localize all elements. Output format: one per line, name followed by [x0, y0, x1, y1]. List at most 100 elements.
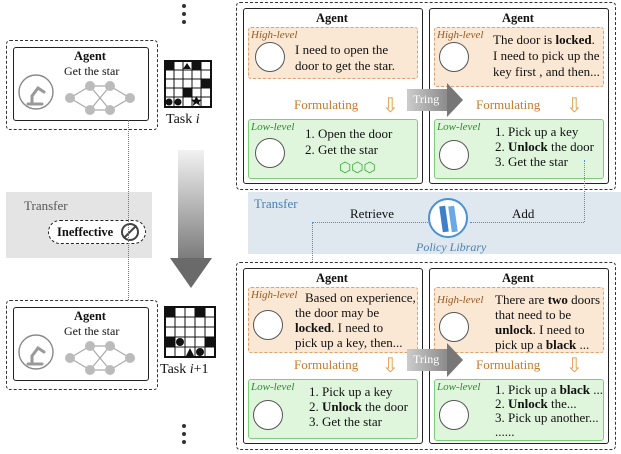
- left-agent-title-bottom: Agent: [74, 309, 106, 323]
- brain-icon: [439, 42, 469, 72]
- high-level-box: High-level I need to open the door to ge…: [248, 27, 418, 79]
- low-level-box: Low-level 1. Pick up a key 2. Unlock the…: [248, 379, 418, 439]
- formulating-label: Formulating: [294, 97, 359, 112]
- low-level-box: Low-level 1. Pick up a black ... 2. Unlo…: [434, 379, 604, 441]
- high-level-box: High-level The door is locked. I need to…: [434, 27, 604, 87]
- agent-title: Agent: [316, 271, 348, 285]
- brain-icon: [255, 42, 285, 72]
- neural-net-icon: [65, 341, 135, 375]
- hl-line-3: unlock. I need to: [495, 322, 585, 337]
- add-arrow: [470, 222, 584, 223]
- low-level-tag: Low-level: [251, 121, 295, 133]
- formulating-label: Formulating: [476, 357, 541, 372]
- ll-line-2: 2. Unlock the...: [495, 396, 577, 411]
- high-level-tag: High-level: [251, 29, 298, 41]
- retrieve-arrow-down: [312, 222, 313, 280]
- task-i1-grid: [164, 306, 216, 358]
- add-label: Add: [512, 206, 535, 221]
- low-level-box: Low-level 1. Pick up a key 2. Unlock the…: [434, 119, 604, 179]
- hl-line-1: Based on experience,: [305, 290, 416, 305]
- ll-line-2: 2. Get the star: [305, 142, 378, 157]
- ellipsis-top: [182, 4, 186, 28]
- high-level-box: High-level Based on experience, the door…: [248, 287, 418, 353]
- high-level-tag: High-level: [437, 29, 484, 41]
- high-level-tag: High-level: [251, 289, 298, 301]
- formulating-arrow-icon: ⇩: [382, 355, 399, 377]
- hl-line-2: the door may be: [295, 305, 380, 320]
- left-agent-box-top: Agent Get the star: [6, 40, 158, 130]
- robot-icon: [439, 400, 469, 430]
- hl-line-3: key first , and then...: [493, 64, 600, 79]
- ellipsis-bottom: [182, 424, 186, 448]
- robot-icon: [439, 140, 469, 170]
- tring-arrow-head-icon: [447, 83, 463, 117]
- hl-line-3: locked. I need to: [295, 320, 384, 335]
- hl-line-2: door to get the star.: [295, 58, 396, 73]
- formulating-arrow-icon: ⇩: [566, 355, 583, 377]
- transfer-left-box: Transfer Ineffective: [6, 192, 152, 258]
- left-agent-goal-top: Get the star: [64, 64, 120, 78]
- low-level-box: Low-level 1. Open the door 2. Get the st…: [248, 119, 418, 179]
- hl-line-2: I need to pick up the: [493, 48, 600, 63]
- ineffective-label: Ineffective: [57, 225, 114, 239]
- low-level-tag: Low-level: [251, 381, 295, 393]
- policy-library-label: Policy Library: [416, 240, 487, 254]
- hl-line-4: pick up a black ...: [495, 337, 590, 352]
- retrieve-arrow: [312, 222, 428, 223]
- formulating-label: Formulating: [476, 97, 541, 112]
- retrieve-label: Retrieve: [350, 206, 395, 221]
- robot-arm-icon: [18, 74, 54, 110]
- ll-line-3: 3. Get the star: [495, 154, 568, 169]
- ll-line-1: 1. Pick up a key: [495, 124, 579, 139]
- tring-label: Tring: [413, 92, 440, 106]
- low-level-tag: Low-level: [437, 121, 481, 133]
- hl-line-1: There are two doors: [495, 292, 601, 307]
- ll-line-3: 3. Get the star: [309, 414, 382, 429]
- robot-icon: [255, 138, 285, 168]
- left-agent-title-top: Agent: [74, 49, 106, 63]
- robot-arm-icon: [18, 334, 54, 370]
- tring-label: Tring: [413, 352, 440, 366]
- transfer-left-label: Transfer: [24, 198, 68, 213]
- policy-library-icon: [428, 198, 468, 238]
- big-down-arrow-head-icon: [170, 258, 212, 288]
- agent-card-bottom-left: Agent High-level Based on experience, th…: [243, 268, 423, 444]
- high-level-box: High-level There are two doors that need…: [434, 287, 604, 353]
- brain-icon: [253, 310, 283, 340]
- ll-line-2: 2. Unlock the door: [495, 139, 594, 154]
- brain-icon: [439, 312, 469, 342]
- bottom-panel: Agent High-level Based on experience, th…: [236, 262, 616, 450]
- left-agent-box-bottom: Agent Get the star: [6, 300, 158, 390]
- high-level-tag: High-level: [437, 294, 484, 306]
- top-panel: Agent High-level I need to open the door…: [236, 2, 616, 190]
- neural-net-icon: [65, 81, 135, 115]
- agent-title: Agent: [502, 271, 534, 285]
- agent-title: Agent: [502, 11, 534, 25]
- formulating-arrow-icon: ⇩: [566, 95, 583, 117]
- formulating-label: Formulating: [294, 357, 359, 372]
- formulating-arrow-icon: ⇩: [382, 95, 399, 117]
- left-agent-goal-bottom: Get the star: [64, 324, 120, 338]
- ineffective-pill: Ineffective: [48, 220, 146, 244]
- ban-icon: [121, 223, 139, 241]
- left-agent-inner-bottom: Agent Get the star: [13, 307, 149, 381]
- low-level-tag: Low-level: [437, 381, 481, 393]
- hl-line-4: pick up a key, then...: [295, 335, 403, 350]
- task-i1-label: Task i+1: [160, 362, 209, 377]
- left-agent-inner-top: Agent Get the star: [13, 47, 149, 121]
- hl-line-2: that need to be: [495, 307, 572, 322]
- dotted-connector-left: [128, 120, 129, 340]
- agent-title: Agent: [316, 11, 348, 25]
- ll-line-3: 3. Pick up another...: [495, 410, 599, 425]
- tring-arrow: [407, 349, 449, 371]
- transfer-mid-label: Transfer: [254, 196, 298, 211]
- ll-line-1: 1. Open the door: [305, 126, 393, 141]
- ll-line-4: ......: [495, 424, 515, 439]
- tring-arrow-head-icon: [447, 343, 463, 377]
- tring-arrow: [407, 89, 449, 111]
- task-i-grid: [164, 60, 212, 108]
- task-i-label: Task i: [166, 112, 200, 127]
- ll-line-1: 1. Pick up a black ...: [495, 382, 603, 397]
- hl-line-1: The door is locked.: [493, 32, 595, 47]
- ll-line-1: 1. Pick up a key: [309, 384, 393, 399]
